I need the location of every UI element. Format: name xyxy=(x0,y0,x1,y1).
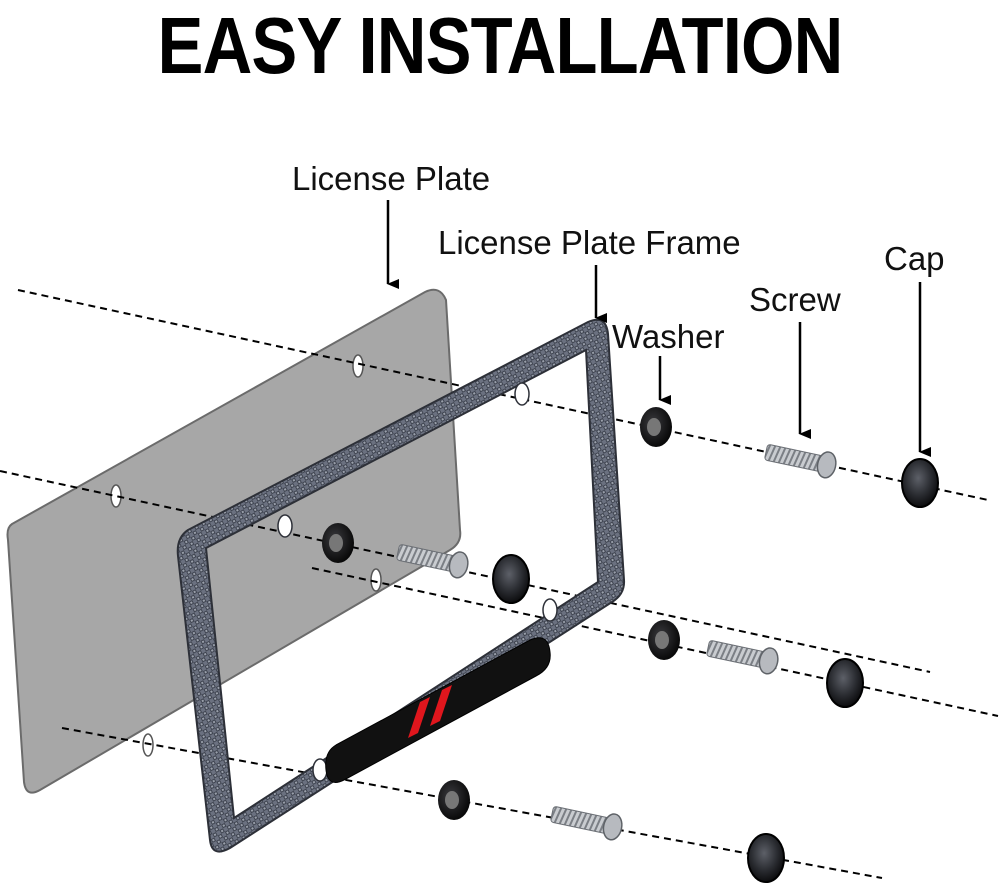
washer xyxy=(438,780,470,820)
frame-mount-holes xyxy=(277,382,558,782)
screw xyxy=(706,640,779,675)
cap xyxy=(826,658,864,708)
screw xyxy=(764,444,837,479)
cap xyxy=(492,554,530,604)
cap xyxy=(901,458,939,508)
washer xyxy=(322,523,354,563)
washer-group xyxy=(322,407,680,820)
pointer-arrows xyxy=(386,200,931,457)
screw-group xyxy=(396,444,837,841)
page-title: EASY INSTALLATION xyxy=(157,1,844,90)
screw xyxy=(396,544,469,579)
cap-label: Cap xyxy=(884,240,945,277)
washer-label: Washer xyxy=(612,318,724,355)
cap xyxy=(747,833,785,883)
screw xyxy=(550,806,623,841)
license-plate-label: License Plate xyxy=(292,160,490,197)
cap-group xyxy=(492,458,939,883)
washer xyxy=(640,407,672,447)
emblem-stripes xyxy=(408,685,452,738)
license-plate xyxy=(6,288,462,794)
license-plate-frame-label: License Plate Frame xyxy=(438,224,741,261)
license-plate-frame xyxy=(176,318,626,853)
screw-label: Screw xyxy=(749,281,841,318)
washer xyxy=(648,620,680,660)
license-plate-holes xyxy=(110,354,382,757)
